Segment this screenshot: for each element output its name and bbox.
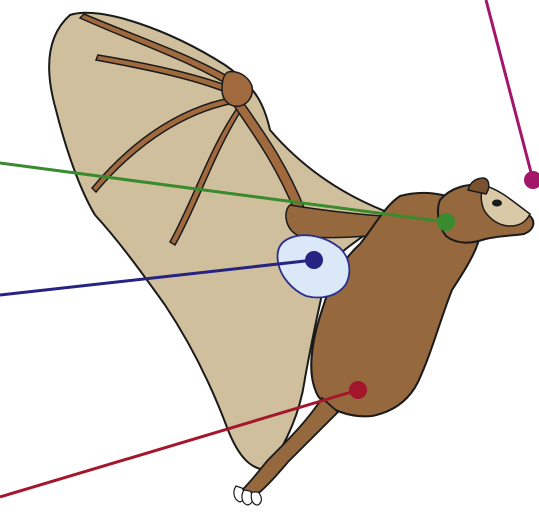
- wrist-joint: [222, 72, 252, 107]
- pointer-dot-wing-joint: [305, 251, 323, 269]
- pointer-head: [486, 0, 539, 189]
- pointer-dot-hip: [349, 381, 367, 399]
- pointer-line-head: [486, 0, 533, 180]
- bat-eye: [492, 200, 502, 207]
- pointer-dot-shoulder: [437, 213, 455, 231]
- pointer-dot-head: [524, 171, 539, 189]
